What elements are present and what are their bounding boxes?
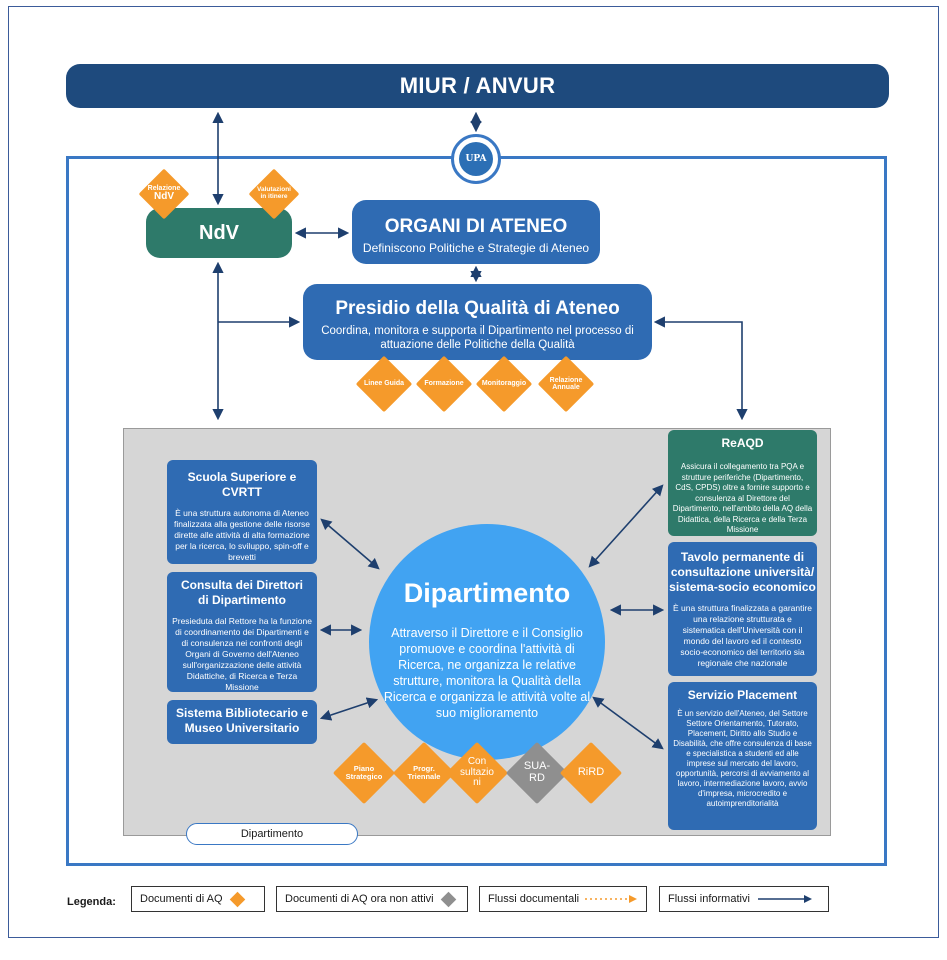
legend-documenti-non-attivi: Documenti di AQ ora non attivi: [276, 886, 468, 912]
doc-piano-strategico: Piano Strategico: [332, 741, 396, 805]
doc-valutazioni-line2: in itinere: [260, 193, 288, 200]
sistema-title: Sistema Bibliotecario e Museo Universita…: [175, 706, 309, 735]
doc-consultazioni-label: Con sultazio ni: [460, 756, 494, 789]
gray-diamond-icon: [440, 891, 456, 907]
solid-arrow-icon: [757, 895, 812, 903]
tavolo-title: Tavolo permanente di consultazione unive…: [669, 550, 816, 594]
dipartimento-title: Dipartimento: [403, 578, 571, 608]
presidio-subtitle: Coordina, monitora e supporta il Diparti…: [321, 325, 634, 351]
doc-valutazioni-itinere: Valutazioni in itinere: [248, 168, 300, 220]
doc-rird-label: RiRD: [577, 766, 605, 779]
doc-relazione-annuale-label: Relazione Annuale: [549, 376, 583, 391]
tavolo-text: È una struttura finalizzata a garantire …: [673, 603, 812, 668]
doc-piano-strategico-label: Piano Strategico: [345, 764, 383, 781]
legend-label: Legenda:: [67, 896, 116, 908]
organi-title: ORGANI DI ATENEO: [384, 216, 568, 237]
dipartimento-tag: Dipartimento: [186, 823, 358, 845]
presidio-qualita-box: Presidio della Qualità di Ateneo Coordin…: [303, 284, 652, 360]
consulta-direttori-box: Consulta dei Direttori di Dipartimento P…: [167, 572, 317, 692]
presidio-title: Presidio della Qualità di Ateneo: [335, 298, 620, 319]
legend-flussi-informativi-text: Flussi informativi: [668, 893, 750, 905]
scuola-title: Scuola Superiore e CVRTT: [187, 470, 297, 499]
doc-formazione-label: Formazione: [424, 380, 464, 388]
logo-emblem: UPA: [459, 142, 493, 176]
legend-flussi-documentali: Flussi documentali: [479, 886, 647, 912]
doc-sua-rd: SUA-RD: [505, 741, 569, 805]
tavolo-permanente-box: Tavolo permanente di consultazione unive…: [668, 542, 817, 676]
arrow-sistema-dept: [319, 697, 379, 721]
reaqd-title: ReAQD: [721, 436, 764, 450]
doc-monitoraggio-label: Monitoraggio: [481, 380, 527, 388]
doc-progr-triennale-label: Progr. Triennale: [407, 764, 441, 781]
servizio-title: Servizio Placement: [687, 688, 798, 702]
ndv-label: NdV: [199, 221, 239, 244]
doc-relazione-annuale: Relazione Annuale: [537, 355, 595, 413]
legend-flussi-documentali-text: Flussi documentali: [488, 893, 580, 905]
outer-frame: [8, 6, 939, 938]
arrow-dept-servizio: [592, 696, 664, 750]
legend-documenti-aq: Documenti di AQ: [131, 886, 265, 912]
consulta-text: Presieduta dal Rettore ha la funzione di…: [172, 616, 312, 692]
doc-rird: RiRD: [559, 741, 623, 805]
dipartimento-tag-label: Dipartimento: [240, 828, 304, 840]
doc-linee-guida-label: Linee Guida: [363, 380, 405, 388]
orange-diamond-icon: [229, 891, 245, 907]
university-logo: UPA: [451, 134, 501, 184]
doc-valutazioni-line1: Valutazioni: [257, 186, 291, 194]
doc-relazione-ndv-line1: Relazione: [147, 185, 181, 193]
legend-documenti-aq-text: Documenti di AQ: [140, 893, 223, 905]
doc-sua-rd-label: SUA-RD: [523, 760, 551, 784]
ndv-box: NdV: [146, 208, 292, 258]
sistema-bibliotecario-box: Sistema Bibliotecario e Museo Universita…: [167, 700, 317, 744]
dipartimento-circle: Dipartimento Attraverso il Direttore e i…: [369, 524, 605, 760]
arrow-scuola-dept: [320, 518, 380, 570]
dotted-arrow-icon: [585, 895, 638, 903]
legend-documenti-non-attivi-text: Documenti di AQ ora non attivi: [285, 893, 434, 905]
doc-formazione: Formazione: [415, 355, 473, 413]
doc-progr-triennale: Progr. Triennale: [392, 741, 456, 805]
arrow-dept-reaqd: [588, 484, 664, 568]
organi-subtitle: Definiscono Politiche e Strategie di Ate…: [362, 241, 590, 255]
doc-linee-guida: Linee Guida: [355, 355, 413, 413]
arrow-presidio-reaqd: [653, 316, 748, 421]
legend-flussi-informativi: Flussi informativi: [659, 886, 829, 912]
doc-relazione-ndv: Relazione NdV: [138, 168, 190, 220]
dipartimento-text: Attraverso il Direttore e il Consiglio p…: [383, 626, 591, 720]
doc-relazione-ndv-line2: NdV: [154, 191, 174, 203]
reaqd-text: Assicura il collegamento tra PQA e strut…: [672, 462, 813, 534]
doc-consultazioni: Con sultazio ni: [445, 741, 509, 805]
scuola-text: È una struttura autonoma di Ateneo final…: [173, 508, 311, 562]
scuola-superiore-box: Scuola Superiore e CVRTT È una struttura…: [167, 460, 317, 564]
organi-di-ateneo-box: ORGANI DI ATENEO Definiscono Politiche e…: [352, 200, 600, 264]
servizio-placement-box: Servizio Placement È un servizio dell'At…: [668, 682, 817, 830]
servizio-text: È un servizio dell'Ateneo, del Settore S…: [673, 709, 812, 808]
miur-anvur-banner: MIUR / ANVUR: [66, 64, 889, 108]
doc-monitoraggio: Monitoraggio: [475, 355, 533, 413]
banner-title: MIUR / ANVUR: [399, 73, 556, 98]
reaqd-box: ReAQD Assicura il collegamento tra PQA e…: [668, 430, 817, 536]
consulta-title: Consulta dei Direttori di Dipartimento: [180, 578, 303, 607]
